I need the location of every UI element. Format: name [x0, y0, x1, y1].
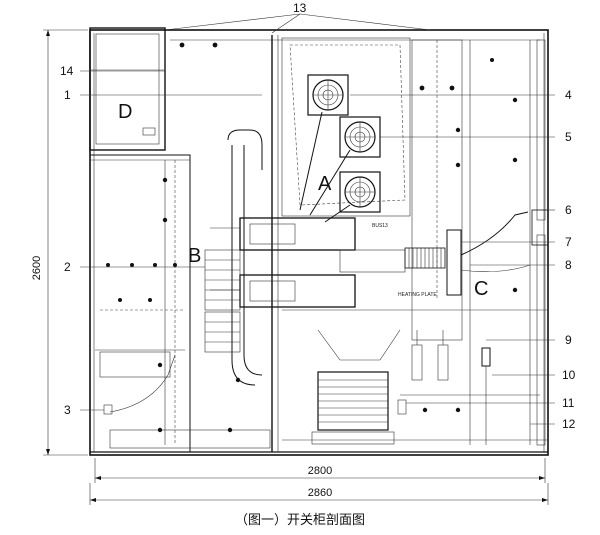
- callout-7: 7: [565, 235, 572, 249]
- height-dimension-label: 2600: [31, 256, 43, 280]
- figure-caption: （图一）开关柜剖面图: [234, 513, 365, 528]
- dimension-width-outer: 2860: [89, 483, 549, 505]
- inner-width-dimension-label: 2800: [308, 465, 332, 477]
- dimension-height: 2600: [31, 29, 88, 456]
- zone-label-b: B: [188, 245, 201, 267]
- bus-label: BUS13: [372, 223, 388, 229]
- flexible-conductors: [103, 129, 263, 415]
- callout-leaders: [80, 13, 555, 425]
- callout-numbers: 14 1 2 3 4 5 6 7 8 9 10 11 12 13: [60, 1, 576, 431]
- callout-1: 1: [64, 88, 71, 102]
- fastener-holes: [106, 42, 518, 433]
- callout-3: 3: [64, 403, 71, 417]
- outer-width-dimension-label: 2860: [308, 487, 332, 499]
- lower-mechanism: [311, 329, 491, 445]
- callout-4: 4: [565, 88, 572, 102]
- busbar-insulators: [299, 74, 381, 223]
- dimension-width-inner: 2800: [94, 458, 546, 483]
- callout-2: 2: [64, 260, 71, 274]
- breaker-contacts: [210, 211, 531, 308]
- callout-5: 5: [565, 130, 572, 144]
- zone-label-d: D: [118, 101, 132, 123]
- heating-plate-label: HEATING PLATE: [398, 292, 437, 298]
- cabinet-frame: [89, 27, 549, 456]
- callout-9: 9: [565, 333, 572, 347]
- callout-12: 12: [562, 417, 576, 431]
- callout-10: 10: [562, 368, 576, 382]
- zone-label-c: C: [474, 278, 488, 300]
- callout-11: 11: [562, 396, 575, 410]
- callout-6: 6: [565, 203, 572, 217]
- zone-label-a: A: [318, 173, 332, 195]
- callout-14: 14: [60, 64, 74, 78]
- callout-13: 13: [293, 1, 307, 15]
- callout-8: 8: [565, 258, 572, 272]
